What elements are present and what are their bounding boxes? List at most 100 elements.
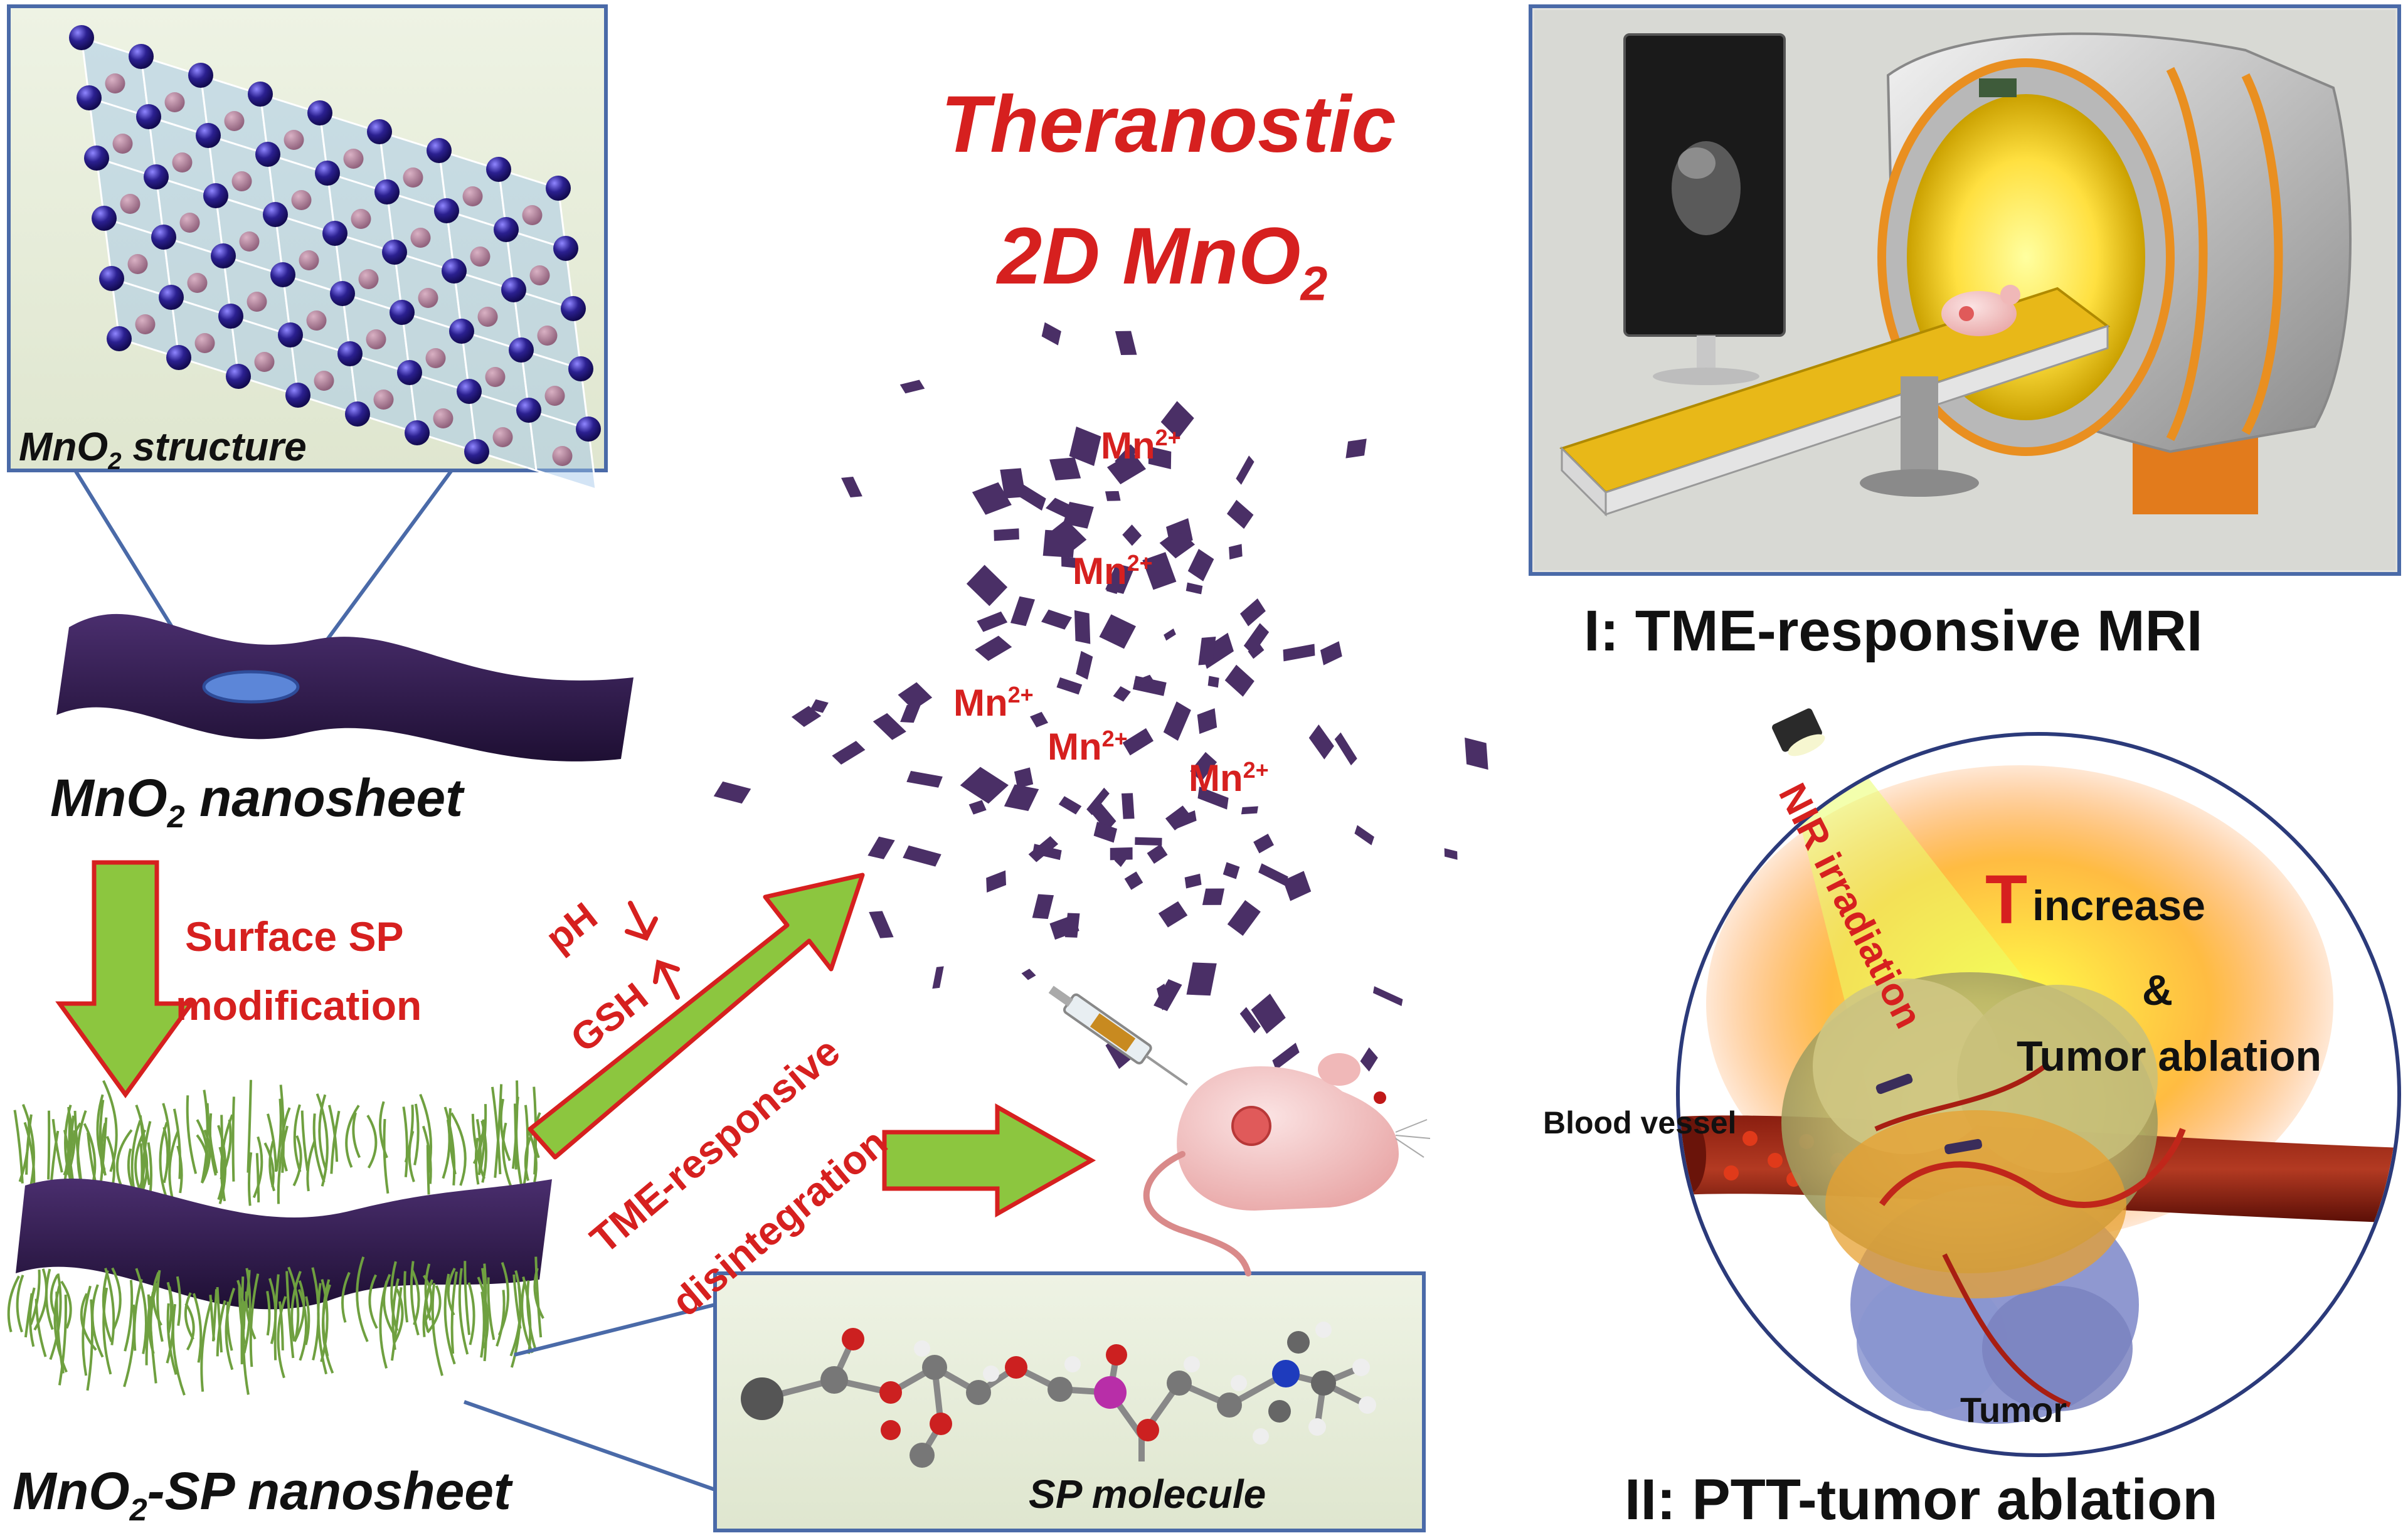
oxygen-atom bbox=[529, 265, 550, 285]
sp-chain bbox=[252, 1136, 263, 1199]
sp-chain bbox=[91, 1284, 104, 1358]
structure-label-subscript: 2 bbox=[108, 447, 122, 475]
mno2-fragment bbox=[1148, 446, 1172, 469]
mno2-fragment bbox=[1061, 556, 1078, 568]
nanosheet-label-formula: MnO bbox=[50, 768, 167, 827]
sp-chain bbox=[18, 1122, 31, 1182]
oxygen-atom bbox=[194, 333, 215, 353]
mno2-fragment bbox=[1106, 571, 1123, 594]
mno2-fragment bbox=[1226, 499, 1254, 529]
oxygen-atom bbox=[224, 111, 245, 131]
mno2-fragment bbox=[1086, 787, 1110, 815]
sp-chain bbox=[300, 1110, 309, 1171]
disintegration-arrow bbox=[528, 872, 865, 1160]
oxygen-atom bbox=[410, 228, 431, 248]
mno2-fragment bbox=[1253, 834, 1275, 854]
mno2-fragment bbox=[1014, 767, 1034, 788]
octahedral-lattice bbox=[69, 25, 601, 491]
sp-chain bbox=[55, 1291, 65, 1374]
mn-atom bbox=[99, 266, 124, 291]
mno2-fragment bbox=[1164, 628, 1176, 641]
mno2-fragment bbox=[1360, 1047, 1378, 1072]
sp-chain bbox=[306, 1140, 316, 1192]
mn-atom bbox=[255, 142, 280, 167]
sp-chains-front bbox=[7, 1256, 544, 1396]
sp-chain bbox=[193, 1293, 203, 1363]
mno2-fragment bbox=[1184, 873, 1202, 889]
mno2-fragment bbox=[968, 800, 987, 815]
sp-chain bbox=[87, 1132, 97, 1183]
mno2-fragment bbox=[1283, 644, 1315, 662]
sp-chain bbox=[521, 1280, 534, 1354]
mri-mouse bbox=[1941, 285, 2020, 336]
sp-chain bbox=[249, 1273, 260, 1367]
sp-chain bbox=[115, 1129, 133, 1191]
sp-nanosheet-label-text: -SP nanosheet bbox=[147, 1461, 511, 1520]
sp-chain bbox=[104, 1268, 115, 1345]
structure-panel bbox=[7, 4, 608, 491]
mn-atom bbox=[568, 356, 593, 381]
mno2-fragment bbox=[1283, 871, 1312, 901]
mno2-fragment bbox=[1224, 664, 1254, 697]
sp-chain bbox=[393, 1288, 404, 1343]
sp-chain bbox=[266, 1291, 271, 1336]
mn-atom bbox=[315, 161, 340, 186]
sp-chain bbox=[471, 1113, 483, 1171]
sp-chain bbox=[327, 1105, 339, 1162]
mn-atom bbox=[345, 401, 370, 427]
title-line-1: Theranostic bbox=[941, 80, 1396, 169]
sp-chain bbox=[402, 1106, 408, 1177]
oxygen-atom bbox=[522, 205, 543, 225]
sp-chain bbox=[379, 1101, 388, 1159]
mn-atom bbox=[107, 326, 132, 351]
sp-chain bbox=[511, 1080, 519, 1169]
mn-atom bbox=[397, 360, 422, 385]
oxygen-atom bbox=[314, 371, 334, 391]
tumor-label: Tumor bbox=[1960, 1390, 2067, 1429]
mn-ion-label: Mn2+ bbox=[1189, 757, 1269, 799]
mn-atom bbox=[77, 85, 102, 110]
modification-line-1: Surface SP bbox=[185, 913, 404, 960]
oxygen-atom bbox=[306, 310, 327, 331]
structure-label-formula: MnO bbox=[19, 424, 109, 469]
oxygen-atom bbox=[343, 149, 364, 169]
sp-chain bbox=[290, 1271, 302, 1342]
mno2-fragment bbox=[1122, 728, 1154, 756]
sp-chain bbox=[285, 1271, 295, 1359]
title-formula: 2D MnO bbox=[997, 211, 1301, 301]
sp-chain bbox=[135, 1268, 147, 1354]
trigger-arrows bbox=[625, 901, 680, 1000]
sp-chain bbox=[287, 1266, 300, 1341]
sp-chain bbox=[477, 1276, 489, 1349]
sp-chain bbox=[413, 1103, 420, 1165]
mno2-fragment bbox=[975, 635, 1012, 661]
sp-chain bbox=[467, 1282, 475, 1345]
mouse bbox=[1143, 1053, 1431, 1276]
sp-chain bbox=[208, 1113, 217, 1176]
sp-chain bbox=[443, 1106, 456, 1185]
sp-chain bbox=[510, 1286, 522, 1368]
ptt-panel bbox=[1676, 708, 2401, 1457]
sp-nanosheet-label-formula: MnO bbox=[13, 1461, 130, 1520]
temperature-t: T bbox=[1985, 861, 2028, 938]
mno2-sp-nanosheet bbox=[7, 1079, 552, 1396]
sp-chain bbox=[487, 1277, 496, 1340]
sp-chain bbox=[245, 1291, 257, 1340]
sp-chain bbox=[168, 1131, 179, 1206]
mn-atom bbox=[218, 304, 243, 329]
mno2-fragment bbox=[1334, 732, 1357, 766]
sp-chain bbox=[162, 1127, 169, 1184]
mri-table bbox=[1559, 287, 2111, 517]
mno2-fragment bbox=[1207, 676, 1219, 688]
sp-chain bbox=[123, 1304, 135, 1387]
mn-atom bbox=[307, 100, 332, 125]
mn-atom bbox=[337, 341, 363, 366]
injection-arrow bbox=[882, 1103, 1096, 1218]
sp-chain bbox=[102, 1287, 112, 1375]
sp-chain bbox=[211, 1289, 218, 1342]
sp-chain bbox=[447, 1268, 456, 1316]
mno2-fragment bbox=[1229, 544, 1243, 560]
mn-atom bbox=[509, 337, 534, 363]
sp-chain bbox=[162, 1103, 171, 1170]
mno2-fragment bbox=[1041, 322, 1061, 346]
